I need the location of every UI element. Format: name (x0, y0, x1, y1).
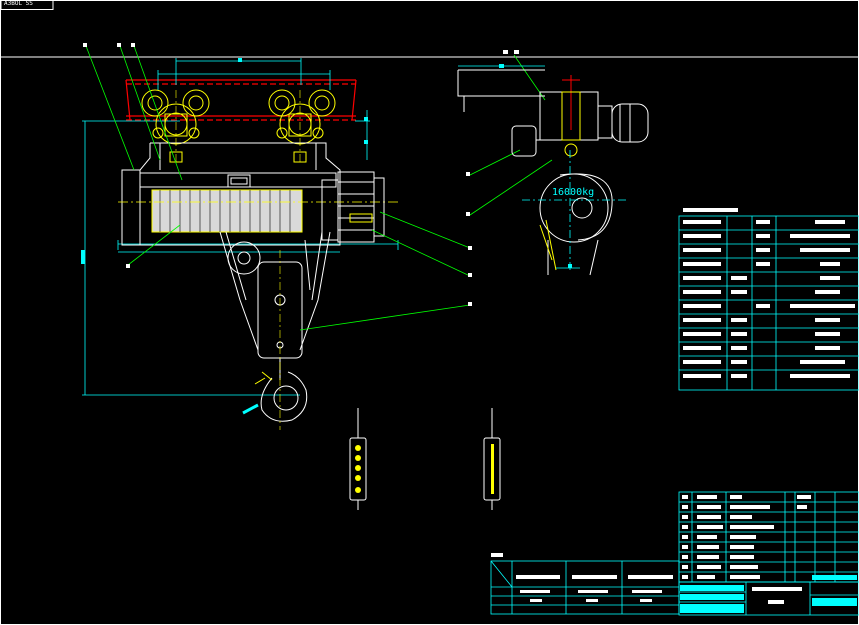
pendant-buttons-right (491, 444, 494, 494)
dim-marker (81, 250, 85, 264)
spec-table (678, 215, 859, 391)
pendant-controller-right (483, 408, 501, 510)
dim-marker (364, 117, 368, 121)
title-block (678, 581, 859, 616)
dim-marker (499, 64, 504, 68)
rated-load-label: 16000kg (552, 187, 595, 198)
pendant-controller-left (349, 408, 367, 510)
leader-lines (85, 45, 553, 331)
balloon-markers (83, 43, 519, 306)
dim-marker (238, 58, 242, 62)
notes-table-text (491, 553, 673, 602)
rope-drum (118, 189, 398, 233)
hook-detail (254, 371, 273, 385)
title-block-fill (680, 575, 857, 613)
front-view (81, 58, 399, 430)
sheet-tag: A3BOL SS (4, 0, 33, 7)
dim-marker (568, 264, 572, 268)
dim-marker (364, 140, 368, 144)
hoist-frame (121, 142, 341, 246)
notes-table (490, 560, 680, 615)
hook-block (219, 231, 331, 422)
parts-list-text (682, 495, 811, 579)
trolley-wheels (141, 89, 336, 163)
pendant-buttons-left (355, 445, 361, 493)
rail (125, 79, 357, 121)
center-lines (175, 90, 301, 430)
spec-table-text (683, 208, 855, 378)
hoist-motor (321, 171, 385, 243)
parts-list (678, 491, 859, 583)
title-block-text (752, 587, 802, 604)
hook-latch (242, 403, 259, 415)
side-view (457, 64, 649, 276)
